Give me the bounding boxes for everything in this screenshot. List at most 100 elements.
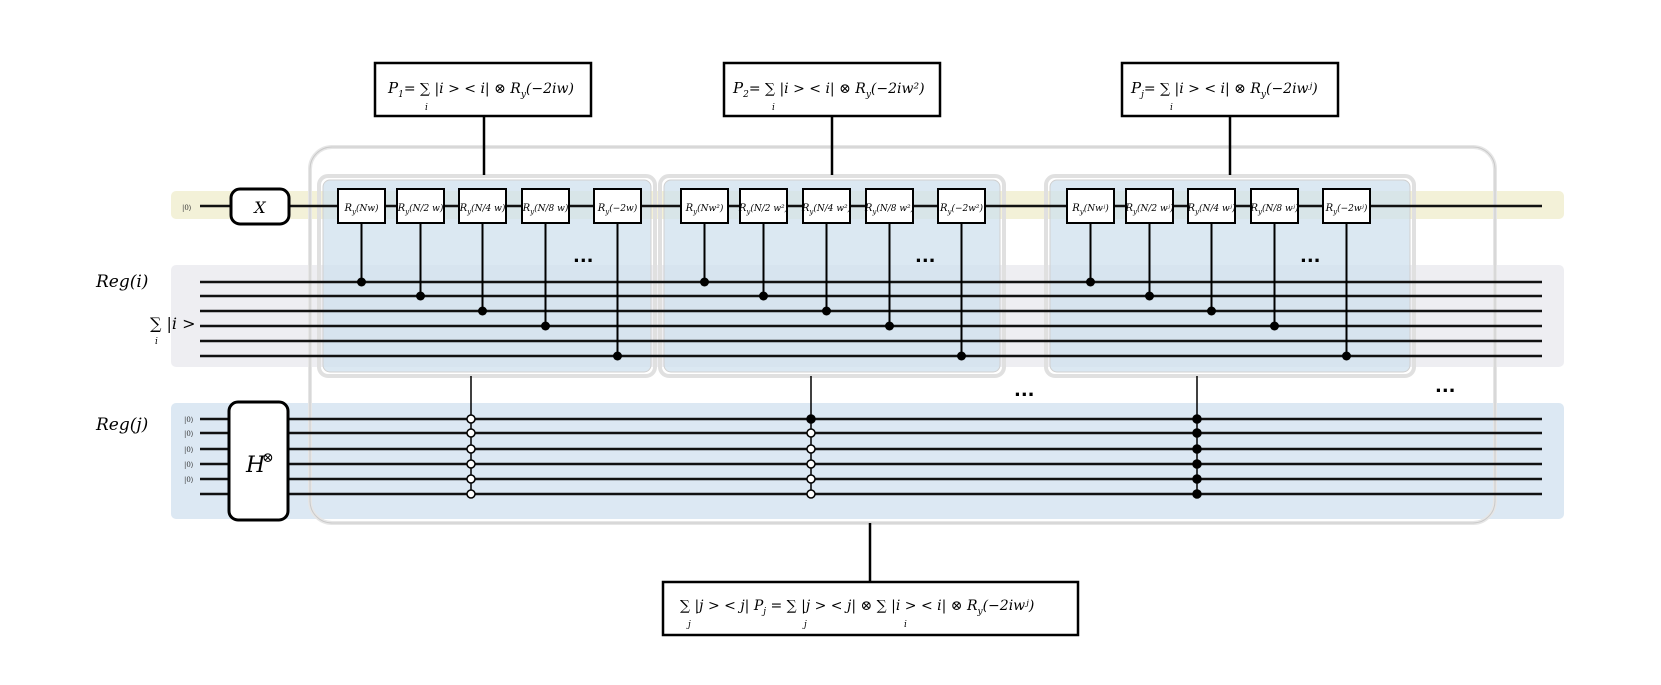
formula-box-bottom: ∑ |j > < j| Pj = ∑ |j > < j| ⊗ ∑ |i > < …	[661, 523, 1080, 637]
p2-sum-sub: i	[772, 103, 775, 113]
control-dot-b3-g4	[1270, 321, 1279, 331]
svg-text:P2= ∑ |i > < i| ⊗ Ry(−2iw²): P2= ∑ |i > < i| ⊗ Ry(−2iw²)	[732, 79, 925, 100]
formula-box-pj: Pj= ∑ |i > < i| ⊗ Ry(−2iwʲ) i	[1120, 61, 1340, 175]
sum-i-subscript: i	[155, 337, 158, 347]
gate-block-1	[322, 179, 652, 373]
regj-control-b2-w5	[806, 489, 816, 499]
gate-block-2-halo	[658, 174, 1006, 378]
regj-control-b3-w1	[1192, 428, 1202, 438]
control-dot-b2-g4	[885, 321, 894, 331]
p1-arg: (−2iw)	[526, 81, 574, 97]
ellipsis-block1: ...	[573, 246, 594, 267]
ellipsis-right: ...	[1435, 376, 1456, 397]
gate-block-2	[663, 179, 1001, 373]
ry-gate-label-b2-g1: Ry(Nw²)	[685, 203, 724, 216]
regj-control-b3-w4	[1192, 474, 1202, 484]
p1-rhs: = ∑ |i > < i| ⊗ R	[404, 81, 521, 97]
pj-lhs-sub: j	[1139, 90, 1144, 100]
p2-rhs: = ∑ |i > < i| ⊗ R	[749, 81, 866, 97]
regj-control-b2-w4	[806, 474, 816, 484]
regj-control-b1-w2	[466, 444, 476, 454]
regj-control-b2-w0	[806, 414, 816, 424]
p2-ry-sub: y	[865, 90, 872, 100]
pj-lhs: P	[1130, 79, 1142, 97]
regj-control-b1-w3	[466, 459, 476, 469]
p2-lhs-sub: 2	[742, 90, 749, 100]
p1-ry-sub: y	[520, 90, 527, 100]
p2-arg: (−2iw²)	[871, 81, 925, 97]
control-dot-b1-g5	[613, 351, 622, 361]
pj-sum-sub: i	[1170, 103, 1173, 113]
control-dot-b3-g1	[1086, 277, 1095, 287]
ry-gate-label-b2-g3: Ry(N/4 w²)	[801, 203, 852, 216]
control-dot-b3-g3	[1207, 306, 1216, 316]
svg-text:Pj= ∑ |i > < i| ⊗ Ry(−2iwʲ): Pj= ∑ |i > < i| ⊗ Ry(−2iwʲ)	[1130, 79, 1318, 100]
ellipsis-between: ...	[1014, 380, 1035, 401]
ry-gate-b2-g2	[739, 188, 788, 224]
ellipsis-block2: ...	[915, 246, 936, 267]
ry-gate-label-b1-g1: Ry(Nw)	[343, 203, 379, 216]
svg-text:∑ |j > < j| Pj = ∑ |j > < j| ⊗: ∑ |j > < j| Pj = ∑ |j > < j| ⊗ ∑ |i > < …	[680, 598, 1034, 617]
ry-gate-label-b1-g5: Ry(−2w)	[597, 203, 638, 216]
control-dot-b2-g1	[700, 277, 709, 287]
control-dot-b2-g2	[759, 291, 768, 301]
gate-block-3	[1049, 179, 1411, 373]
reg-j-ket0-2: |0⟩	[184, 446, 194, 454]
regj-control-b1-w1	[466, 428, 476, 438]
ry-gate-b1-g3	[458, 188, 507, 224]
reg-i-label: Reg(i)	[95, 272, 148, 292]
x-gate	[229, 187, 291, 226]
ry-gate-label-b2-g2: Ry(N/2 w²)	[738, 203, 789, 216]
p1-lhs-sub: 1	[398, 90, 404, 100]
formula-box-p2: P2= ∑ |i > < i| ⊗ Ry(−2iw²) i	[722, 61, 942, 175]
bottom-mid: = ∑ |j > < j| ⊗ ∑ |i > < i| ⊗ R	[766, 598, 978, 614]
ry-gate-b2-g1	[680, 188, 729, 224]
control-dot-b3-g5	[1342, 351, 1351, 361]
regj-control-b3-w3	[1192, 459, 1202, 469]
p1-lhs: P	[387, 79, 399, 97]
ry-gate-b3-g1	[1066, 188, 1115, 224]
regj-control-b1-w0	[466, 414, 476, 424]
control-dot-b2-g3	[822, 306, 831, 316]
reg-j-ket0-0: |0⟩	[184, 416, 194, 424]
regj-control-b2-w2	[806, 444, 816, 454]
ry-gate-b1-g4	[521, 188, 570, 224]
ry-gate-b2-g5	[937, 188, 986, 224]
ry-gate-label-b1-g2: Ry(N/2 w)	[397, 203, 444, 216]
gate-block-3-halo	[1044, 174, 1416, 378]
control-dot-b3-g2	[1145, 291, 1154, 301]
control-dot-b1-g4	[541, 321, 550, 331]
pj-rhs: = ∑ |i > < i| ⊗ R	[1144, 81, 1261, 97]
x-gate-label: X	[252, 198, 266, 217]
gate-block-1-halo	[317, 174, 657, 378]
ry-gate-label-b3-g5: Ry(−2wʲ)	[1325, 203, 1368, 216]
bottom-arg: (−2iwʲ)	[983, 598, 1035, 614]
ry-gate-label-b3-g1: Ry(Nwʲ)	[1071, 203, 1109, 216]
ry-gate-b3-g5	[1322, 188, 1371, 224]
pj-arg: (−2iwʲ)	[1266, 81, 1318, 97]
ry-gate-b1-g2	[396, 188, 445, 224]
ry-gate-label-b3-g3: Ry(N/4 wʲ)	[1186, 203, 1236, 216]
reg-j-band	[169, 401, 1566, 521]
ancilla-ket0: |0⟩	[182, 204, 192, 212]
regj-control-b1-w4	[466, 474, 476, 484]
hadamard-label: H	[245, 453, 266, 478]
hadamard-superscript: ⊗	[262, 450, 274, 466]
ry-gate-b2-g3	[802, 188, 851, 224]
ry-gate-b3-g2	[1125, 188, 1174, 224]
regj-control-b2-w3	[806, 459, 816, 469]
ry-gate-b1-g1	[337, 188, 386, 224]
regj-control-b2-w1	[806, 428, 816, 438]
pj-ry-sub: y	[1260, 90, 1267, 100]
hadamard-gate	[227, 400, 290, 522]
sum-i-ket-label: ∑ |i >	[150, 314, 196, 333]
ry-gate-b3-g4	[1250, 188, 1299, 224]
bottom-sum-j1-sub: j	[686, 620, 691, 630]
bottom-p-sub: j	[761, 607, 766, 617]
ry-gate-b1-g5	[593, 188, 642, 224]
bottom-ry-sub: y	[977, 607, 984, 617]
reg-j-ket0-4: |0⟩	[184, 476, 194, 484]
ry-gate-label-b3-g4: Ry(N/8 wʲ)	[1249, 203, 1299, 216]
reg-j-label: Reg(j)	[95, 415, 148, 435]
bottom-lhs: ∑ |j > < j| P	[680, 598, 764, 614]
